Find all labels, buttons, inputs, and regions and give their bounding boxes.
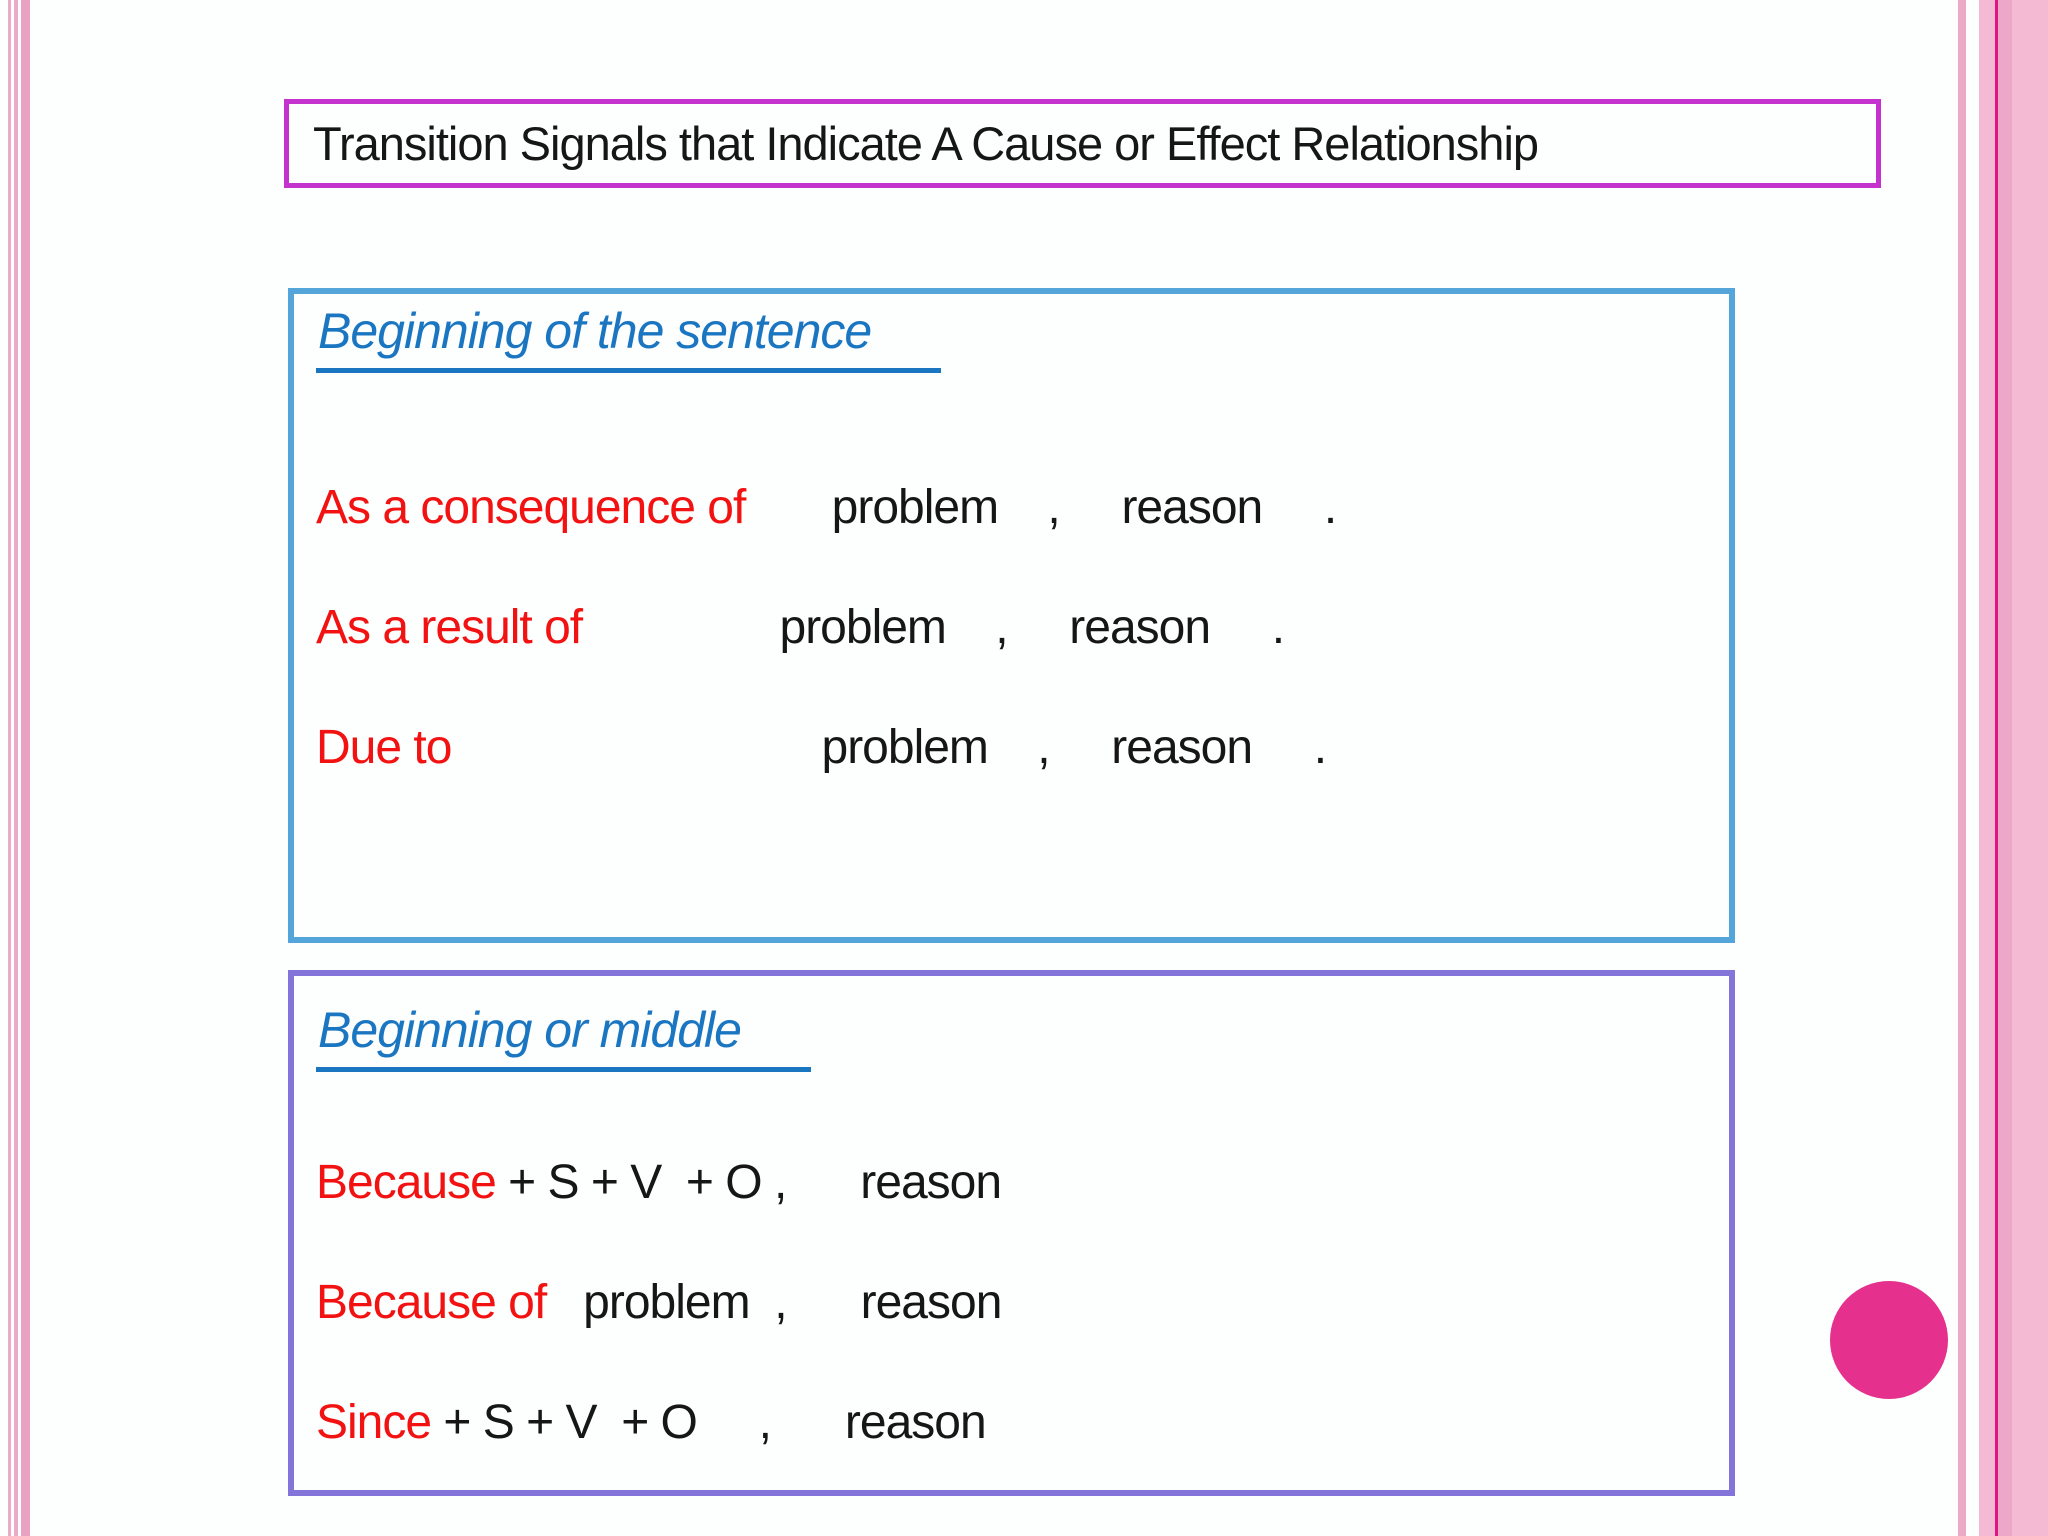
right-border-stripe-thin (1958, 0, 1966, 1536)
signal-row: Due to problem , reason . (316, 720, 1328, 776)
beginning-or-middle-box: Beginning or middle Because + S + V + O … (288, 970, 1735, 1496)
signal-row: Since + S + V + O , reason (316, 1395, 987, 1451)
pattern-text: problem , reason . (451, 721, 1328, 774)
pattern-text: problem , reason (546, 1276, 1002, 1329)
pattern-text: + S + V + O , reason (495, 1156, 1002, 1209)
signal-phrase: Since (316, 1396, 432, 1449)
left-border-stripe-wide (21, 0, 30, 1536)
signal-phrase: As a result of (316, 601, 583, 654)
pattern-text: + S + V + O , reason (431, 1396, 986, 1449)
signal-phrase: Due to (316, 721, 452, 774)
title-box: Transition Signals that Indicate A Cause… (284, 99, 1881, 188)
signal-row: Because of problem , reason (316, 1275, 1002, 1331)
slide-title: Transition Signals that Indicate A Cause… (313, 117, 1539, 170)
box1-heading: Beginning of the sentence (316, 302, 942, 373)
signal-row: Because + S + V + O , reason (316, 1155, 1002, 1211)
left-border-stripe-thin-2 (14, 0, 18, 1536)
signal-row: As a consequence of problem , reason . (316, 480, 1338, 536)
beginning-of-sentence-box: Beginning of the sentence As a consequen… (288, 288, 1735, 943)
signal-phrase: Because (316, 1156, 497, 1209)
right-border-panel (1979, 0, 2048, 1536)
left-border-stripe-thin-1 (8, 0, 11, 1536)
signal-phrase: Because of (316, 1276, 547, 1329)
signal-phrase: As a consequence of (316, 481, 746, 534)
box2-heading: Beginning or middle (316, 1001, 811, 1072)
pink-circle-decoration (1830, 1281, 1948, 1399)
signal-row: As a result of problem , reason . (316, 600, 1286, 656)
right-border-inner-band (1998, 0, 2012, 1536)
pattern-text: problem , reason . (745, 481, 1338, 534)
right-border-accent-line (1995, 0, 1998, 1536)
pattern-text: problem , reason . (582, 601, 1286, 654)
